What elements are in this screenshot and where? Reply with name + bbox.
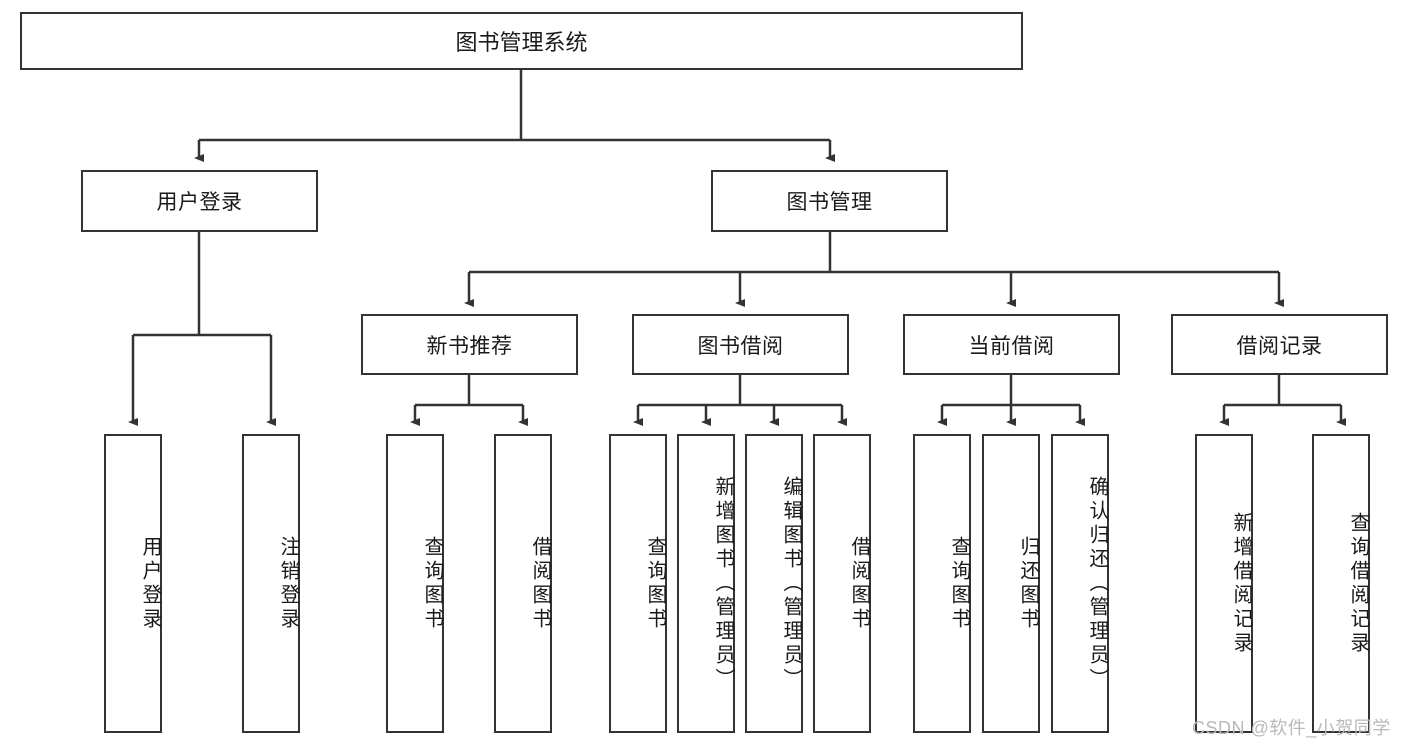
leaf-current-confirm-return-admin[interactable]: 确认归还（管理员） bbox=[1051, 434, 1109, 733]
leaf-current-return-book[interactable]: 归还图书 bbox=[982, 434, 1040, 733]
leaf-borrow-query-book[interactable]: 查询图书 bbox=[609, 434, 667, 733]
leaf-user-login-login[interactable]: 用户登录 bbox=[104, 434, 162, 733]
node-label: 归还图书 bbox=[1017, 535, 1039, 632]
leaf-borrow-edit-book-admin[interactable]: 编辑图书（管理员） bbox=[745, 434, 803, 733]
node-label: 查询图书 bbox=[948, 535, 970, 632]
node-user-login[interactable]: 用户登录 bbox=[81, 170, 318, 232]
node-label: 编辑图书（管理员） bbox=[780, 475, 802, 692]
node-label: 新增图书（管理员） bbox=[712, 475, 734, 692]
node-label: 图书借阅 bbox=[697, 334, 784, 358]
node-label: 当前借阅 bbox=[968, 334, 1055, 358]
node-root-system[interactable]: 图书管理系统 bbox=[20, 12, 1023, 70]
node-label: 查询借阅记录 bbox=[1347, 511, 1369, 656]
leaf-recommend-query-book[interactable]: 查询图书 bbox=[386, 434, 444, 733]
node-label: 查询图书 bbox=[644, 535, 666, 632]
leaf-record-query-record[interactable]: 查询借阅记录 bbox=[1312, 434, 1370, 733]
node-label: 图书管理系统 bbox=[455, 30, 588, 55]
csdn-watermark: CSDN @软件_小贺同学 bbox=[1192, 718, 1391, 738]
node-label: 新增借阅记录 bbox=[1230, 511, 1252, 656]
node-label: 借阅记录 bbox=[1236, 334, 1323, 358]
node-new-book-recommend[interactable]: 新书推荐 bbox=[361, 314, 578, 375]
node-label: 确认归还（管理员） bbox=[1086, 475, 1108, 692]
node-label: 图书管理 bbox=[786, 191, 873, 214]
node-label: 注销登录 bbox=[277, 535, 299, 632]
leaf-borrow-borrow-book[interactable]: 借阅图书 bbox=[813, 434, 871, 733]
node-book-borrow[interactable]: 图书借阅 bbox=[632, 314, 849, 375]
node-label: 新书推荐 bbox=[426, 334, 513, 358]
leaf-user-login-logout[interactable]: 注销登录 bbox=[242, 434, 300, 733]
leaf-recommend-borrow-book[interactable]: 借阅图书 bbox=[494, 434, 552, 733]
node-label: 借阅图书 bbox=[529, 535, 551, 632]
leaf-record-add-record[interactable]: 新增借阅记录 bbox=[1195, 434, 1253, 733]
node-label: 用户登录 bbox=[156, 191, 243, 214]
node-borrow-record[interactable]: 借阅记录 bbox=[1171, 314, 1388, 375]
node-label: 借阅图书 bbox=[848, 535, 870, 632]
node-current-borrow[interactable]: 当前借阅 bbox=[903, 314, 1120, 375]
node-book-management[interactable]: 图书管理 bbox=[711, 170, 948, 232]
leaf-current-query-book[interactable]: 查询图书 bbox=[913, 434, 971, 733]
leaf-borrow-add-book-admin[interactable]: 新增图书（管理员） bbox=[677, 434, 735, 733]
node-label: 查询图书 bbox=[421, 535, 443, 632]
node-label: 用户登录 bbox=[139, 535, 161, 632]
